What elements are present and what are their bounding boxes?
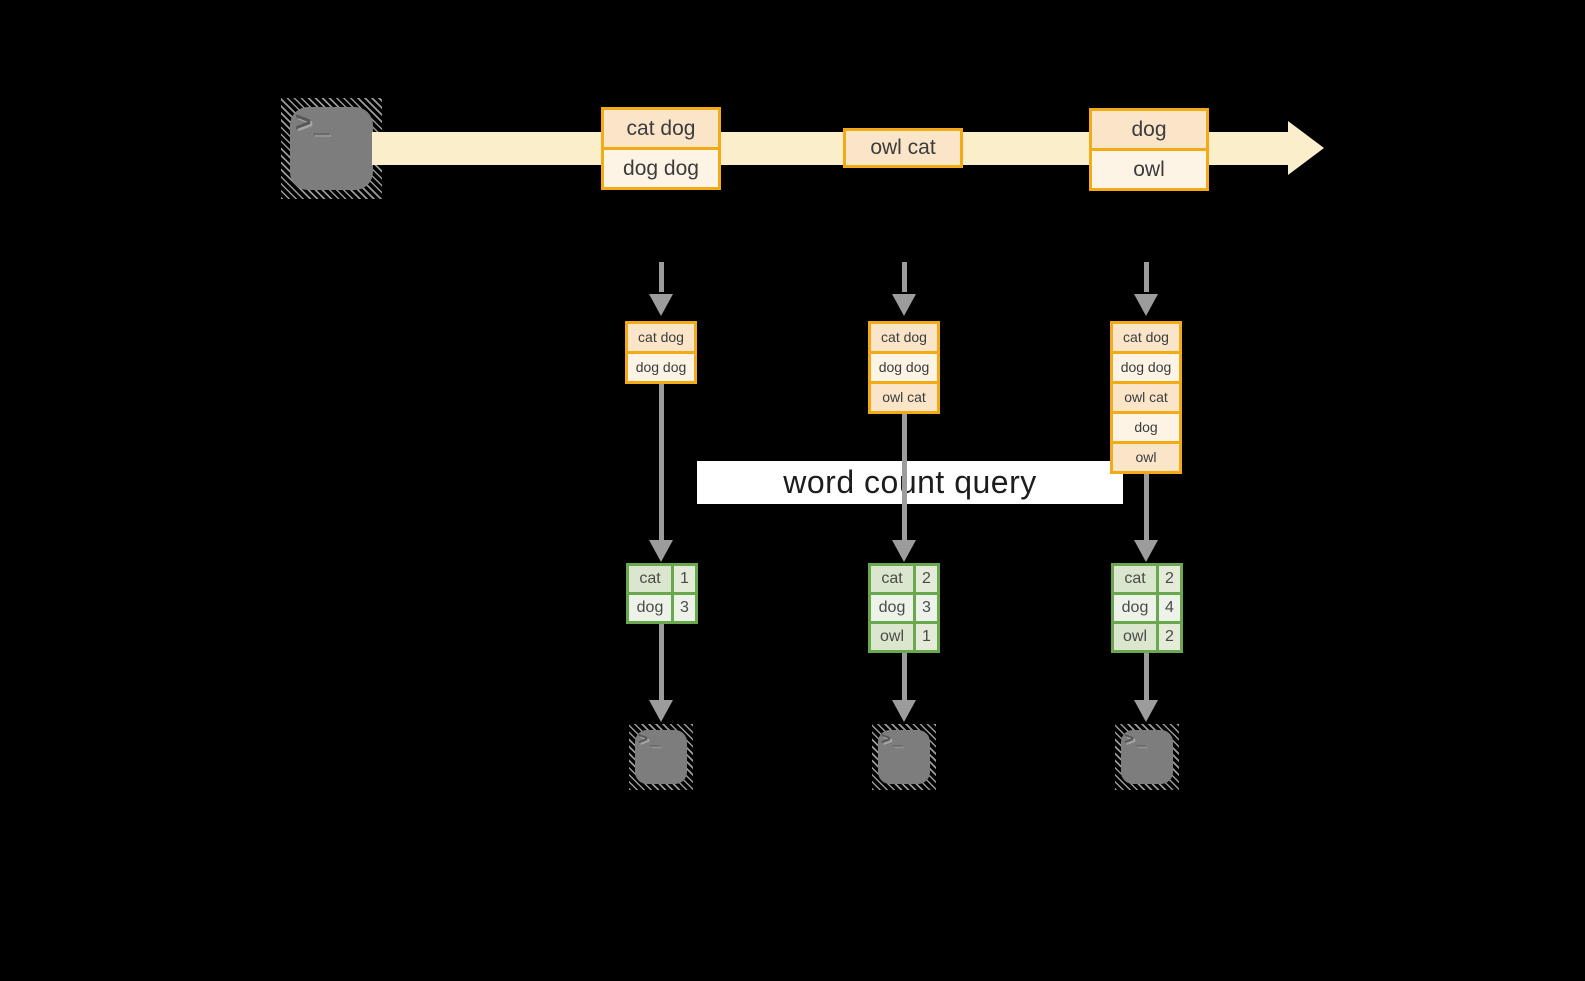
state-box-1: cat dog dog dog <box>625 321 697 384</box>
stream-arrowhead-icon <box>1288 121 1324 175</box>
table-row: cat 1 <box>629 566 695 592</box>
output-arrow-1 <box>659 624 664 700</box>
terminal-body <box>1121 730 1173 784</box>
state-line: owl cat <box>1113 381 1179 411</box>
terminal-prompt-icon: >_ <box>638 729 662 748</box>
count-table-3: cat 2 dog 4 owl 2 <box>1111 563 1183 653</box>
output-arrowhead-2-icon <box>892 700 916 722</box>
count-table-2: cat 2 dog 3 owl 1 <box>868 563 940 653</box>
count-table-1: cat 1 dog 3 <box>626 563 698 624</box>
state-line: cat dog <box>871 324 937 351</box>
terminal-body <box>290 107 373 190</box>
query-arrow-2 <box>902 414 907 540</box>
state-line: dog <box>1113 411 1179 441</box>
terminal-body <box>635 730 687 784</box>
stream-event-1: cat dog dog dog <box>601 107 721 190</box>
state-box-2: cat dog dog dog owl cat <box>868 321 940 414</box>
ingest-arrow-2 <box>902 262 907 292</box>
state-line: owl <box>1113 441 1179 471</box>
query-arrowhead-3-icon <box>1134 540 1158 562</box>
query-arrow-3 <box>1144 474 1149 540</box>
query-label: word count query <box>783 464 1037 500</box>
state-line: dog dog <box>871 351 937 381</box>
state-box-3: cat dog dog dog owl cat dog owl <box>1110 321 1182 474</box>
sink-terminal-2-icon: >_ <box>872 724 936 790</box>
stream-event-3: dog owl <box>1089 108 1209 191</box>
terminal-prompt-icon: >_ <box>295 106 331 137</box>
ingest-arrowhead-1-icon <box>649 294 673 316</box>
table-row: owl 1 <box>871 621 937 650</box>
query-arrow-1 <box>659 384 664 540</box>
word-cell: cat <box>1114 566 1156 592</box>
word-cell: owl <box>1114 624 1156 650</box>
terminal-prompt-icon: >_ <box>1124 729 1148 748</box>
table-row: dog 3 <box>629 592 695 621</box>
word-cell: cat <box>629 566 671 592</box>
ingest-arrowhead-3-icon <box>1134 294 1158 316</box>
output-arrowhead-1-icon <box>649 700 673 722</box>
table-row: owl 2 <box>1114 621 1180 650</box>
sink-terminal-1-icon: >_ <box>629 724 693 790</box>
table-row: cat 2 <box>871 566 937 592</box>
count-cell: 2 <box>1156 566 1180 592</box>
word-cell: dog <box>871 595 913 621</box>
query-arrowhead-2-icon <box>892 540 916 562</box>
terminal-prompt-icon: >_ <box>881 729 905 748</box>
table-row: cat 2 <box>1114 566 1180 592</box>
ingest-arrowhead-2-icon <box>892 294 916 316</box>
event-line: cat dog <box>604 110 718 147</box>
event-line: dog <box>1092 111 1206 148</box>
word-cell: owl <box>871 624 913 650</box>
output-arrow-3 <box>1144 653 1149 700</box>
table-row: dog 3 <box>871 592 937 621</box>
word-cell: dog <box>629 595 671 621</box>
state-line: cat dog <box>628 324 694 351</box>
source-terminal-icon: >_ <box>281 98 382 199</box>
state-line: dog dog <box>1113 351 1179 381</box>
sink-terminal-3-icon: >_ <box>1115 724 1179 790</box>
table-row: dog 4 <box>1114 592 1180 621</box>
ingest-arrow-3 <box>1144 262 1149 292</box>
output-arrow-2 <box>902 653 907 700</box>
count-cell: 3 <box>671 595 695 621</box>
stream-event-2: owl cat <box>843 128 963 168</box>
query-band: word count query <box>697 461 1123 504</box>
count-cell: 2 <box>1156 624 1180 650</box>
event-line: owl cat <box>846 131 960 165</box>
count-cell: 1 <box>671 566 695 592</box>
query-arrowhead-1-icon <box>649 540 673 562</box>
word-cell: cat <box>871 566 913 592</box>
state-line: dog dog <box>628 351 694 381</box>
count-cell: 2 <box>913 566 937 592</box>
count-cell: 3 <box>913 595 937 621</box>
count-cell: 4 <box>1156 595 1180 621</box>
ingest-arrow-1 <box>659 262 664 292</box>
state-line: owl cat <box>871 381 937 411</box>
state-line: cat dog <box>1113 324 1179 351</box>
event-line: owl <box>1092 148 1206 188</box>
count-cell: 1 <box>913 624 937 650</box>
terminal-body <box>878 730 930 784</box>
event-line: dog dog <box>604 147 718 187</box>
word-cell: dog <box>1114 595 1156 621</box>
output-arrowhead-3-icon <box>1134 700 1158 722</box>
